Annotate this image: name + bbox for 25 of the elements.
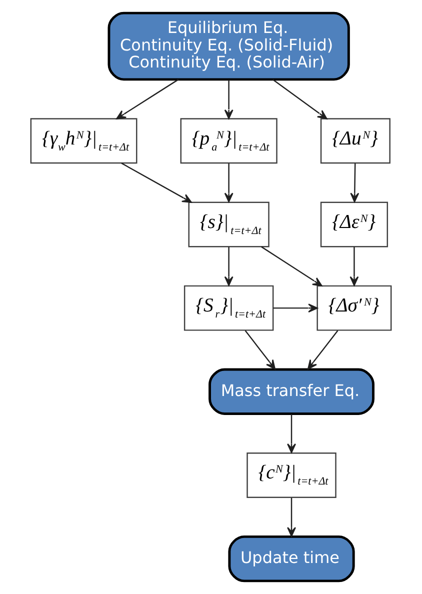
node-box: Equilibrium Eq. Continuity Eq. (Solid-Fluid) Continuity Eq. (Solid-Air) [108, 12, 350, 81]
node-box: {Δu$^{N}$} [320, 118, 390, 164]
arrow [273, 304, 318, 313]
node-box: {Δσ′$^{N}$} [316, 285, 392, 331]
arrow [350, 247, 359, 286]
arrow [287, 498, 296, 537]
arrow [224, 247, 234, 286]
node-box: {c$^{N}$}|$_{t=t+Δt}$ [246, 452, 336, 498]
arrow [272, 78, 328, 120]
node-box: Mass transfer Eq. [208, 368, 374, 415]
arrow [121, 162, 192, 203]
node-box: {γ$_{w}$h$^{N}$}|$_{t=t+Δt}$ [30, 118, 138, 164]
arrow [261, 246, 322, 286]
node-box: {p$_{a}$$^{N}$}|$_{t=t+Δt}$ [180, 118, 278, 164]
arrow [244, 330, 276, 370]
node-box: {s}|$_{t=t+Δt}$ [188, 202, 270, 248]
arrow [224, 80, 234, 120]
node-box: Update time [228, 535, 355, 582]
arrow [307, 330, 338, 370]
arrow [350, 163, 360, 202]
node-box: {Δε$^{N}$} [320, 202, 388, 248]
node-box: {S$_{r}$}|$_{t=t+Δt}$ [184, 285, 274, 331]
arrow [287, 414, 296, 454]
arrow [116, 78, 179, 120]
arrow [224, 163, 234, 202]
